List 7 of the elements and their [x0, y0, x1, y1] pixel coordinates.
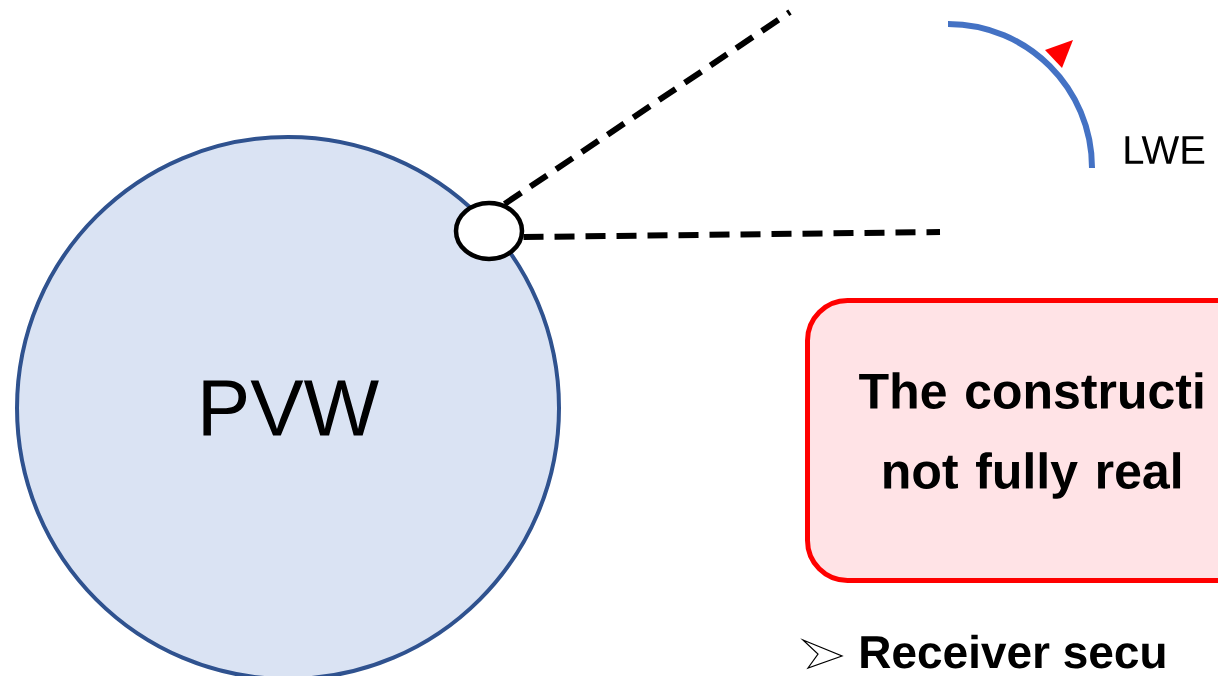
dashed-line: [523, 229, 941, 241]
circle-node: PVW: [15, 135, 561, 676]
small-circle: [453, 200, 525, 262]
bullet-text: Receiver secu: [861, 634, 1165, 669]
callout-box: The constructi not fully real: [805, 298, 1218, 583]
dashed-line: [503, 9, 792, 207]
label-text: LWE: [1125, 136, 1205, 164]
